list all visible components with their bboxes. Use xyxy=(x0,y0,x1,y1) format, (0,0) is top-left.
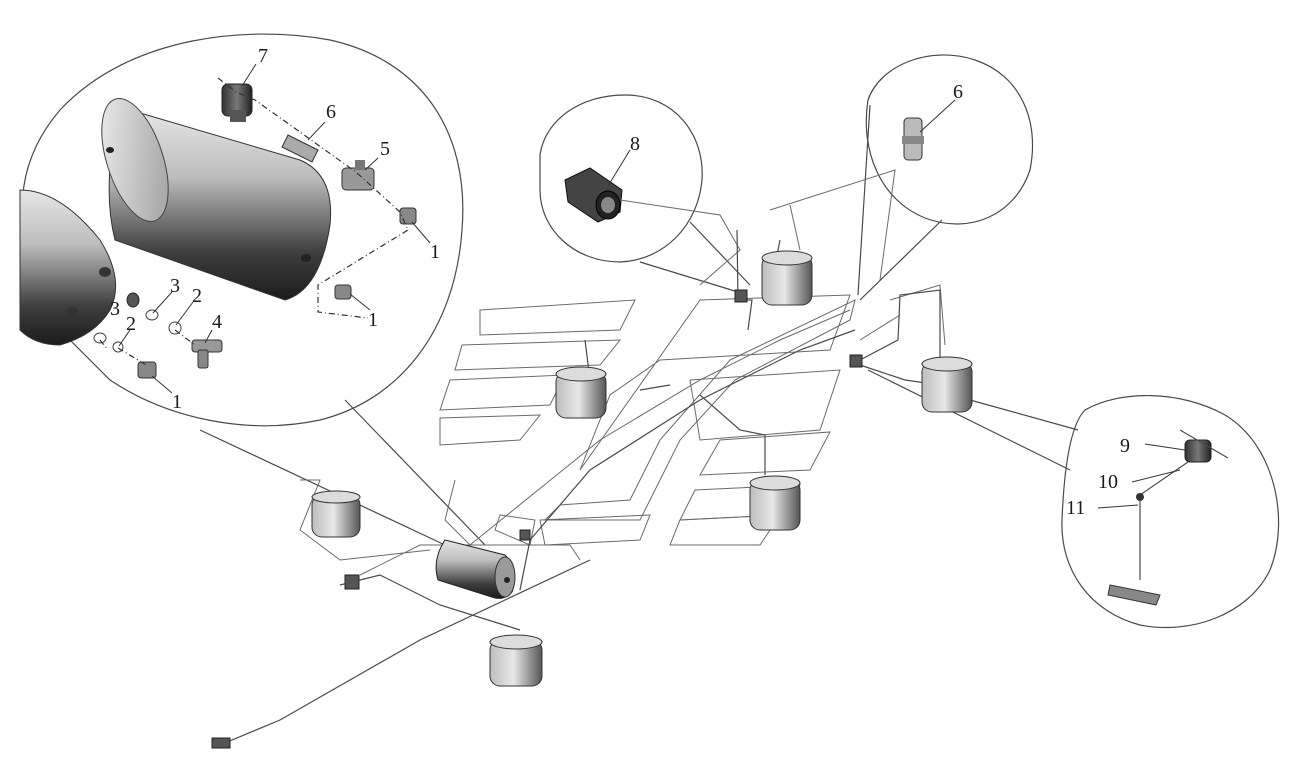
main-reservoir-tank xyxy=(435,539,516,599)
callout-6-detail: 6 xyxy=(953,81,963,103)
callout-10: 10 xyxy=(1098,471,1118,493)
reservoir-tank-partial xyxy=(19,189,117,346)
detail-circle-fitting-6 xyxy=(857,54,1034,301)
callout-2-right: 2 xyxy=(192,285,202,307)
callout-8: 8 xyxy=(630,133,640,155)
o-ring-icons xyxy=(93,292,182,353)
part-6-fitting-icon xyxy=(281,134,319,163)
air-spring-rear-left xyxy=(489,634,543,687)
part-7-valve-icon xyxy=(221,83,253,122)
part-5-tee-icon xyxy=(341,160,375,191)
air-spring-mid-left xyxy=(555,366,607,419)
air-spring-top-center xyxy=(761,250,813,306)
frame-outline xyxy=(299,169,946,576)
callout-1-middle: 1 xyxy=(368,309,378,331)
valve-linkage-icon xyxy=(1107,461,1189,606)
callout-11: 11 xyxy=(1066,497,1085,519)
callout-4: 4 xyxy=(212,311,222,333)
detail-circle-tank xyxy=(21,33,486,546)
detail-circle-height-valve xyxy=(867,369,1280,629)
callout-7: 7 xyxy=(258,45,268,67)
callout-2-left: 2 xyxy=(126,313,136,335)
callout-1-upper: 1 xyxy=(430,241,440,263)
callout-5: 5 xyxy=(380,138,390,160)
reservoir-tank-large xyxy=(101,98,332,301)
air-spring-lower-center xyxy=(749,475,801,531)
part-6-stud-icon xyxy=(902,117,924,161)
air-spring-mid-right xyxy=(921,356,973,413)
air-lines xyxy=(219,229,941,746)
air-spring-front-left xyxy=(311,490,361,538)
part-1-fitting-icon xyxy=(137,207,417,379)
callout-1-lower: 1 xyxy=(172,391,182,413)
part-4-elbow-icon xyxy=(191,339,223,369)
callout-9: 9 xyxy=(1120,435,1130,457)
detail-circle-fitting-8 xyxy=(539,94,751,293)
leader-lines xyxy=(118,63,1186,509)
callout-3-left: 3 xyxy=(110,298,120,320)
height-control-valve-icon xyxy=(1179,429,1229,463)
callout-6-tank: 6 xyxy=(326,101,336,123)
small-valves xyxy=(211,289,863,749)
callout-labels: 7 6 5 1 1 1 4 3 2 3 2 8 6 9 10 11 xyxy=(110,45,1130,519)
air-spring-bag xyxy=(311,250,973,687)
callout-3-right: 3 xyxy=(170,275,180,297)
assembly-dash-lines xyxy=(99,77,409,367)
part-8-coupling-icon xyxy=(564,167,623,223)
